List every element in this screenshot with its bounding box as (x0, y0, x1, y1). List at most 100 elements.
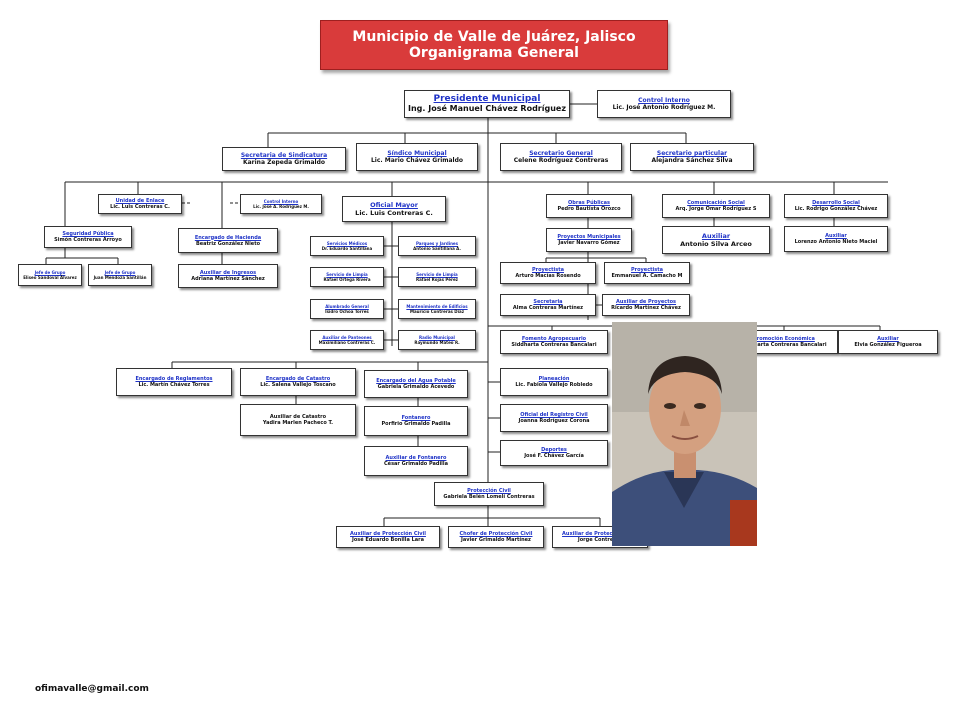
node-secretario-general: Secretario General Celene Rodríguez Cont… (500, 143, 622, 171)
chart-title-line1: Municipio de Valle de Juárez, Jalisco (352, 29, 636, 45)
node-title: Radio Municipal (419, 335, 455, 340)
node-name: Lic. Mario Chávez Grimaldo (370, 157, 464, 164)
node-name: Rafael Rojas Pérez (415, 277, 459, 282)
node-title: Encargado de Catastro (265, 376, 331, 382)
node-secretaria: Secretaria Alma Contreras Martínez (500, 294, 596, 316)
node-name: Emmanuel A. Camacho M (611, 273, 683, 279)
node-name: Beatriz González Nieto (195, 240, 261, 247)
chart-title-line2: Organigrama General (409, 45, 579, 61)
node-title: Auxiliar de Ingresos (199, 270, 257, 276)
node-title: Planeación (538, 376, 570, 382)
node-sindico: Síndico Municipal Lic. Mario Chávez Grim… (356, 143, 478, 171)
node-title: Auxiliar de Protección Civil (562, 531, 638, 537)
node-radio-municipal: Radio Municipal Raymundo Mateo R. (398, 330, 476, 350)
node-name: Javier Navarro Gómez (558, 240, 620, 246)
node-name: Celene Rodríguez Contreras (513, 157, 609, 164)
node-name: Lic. José A. Rodríguez M. (253, 204, 309, 209)
node-auxiliar-proteccion: Auxiliar de Protección Civil José Eduard… (336, 526, 440, 548)
node-mantenimiento-edificios: Mantenimiento de Edificios Mauricio Cont… (398, 299, 476, 319)
node-auxiliar-desarrollo: Auxiliar Lorenzo Antonio Nieto Maciel (784, 226, 888, 252)
node-servicio-limpia-2: Servicio de Limpia Rafael Rojas Pérez (398, 267, 476, 287)
node-title: Mantenimiento de Edificios (406, 304, 468, 309)
node-name: Raymundo Mateo R. (414, 340, 460, 345)
node-title: Alumbrado General (325, 304, 369, 309)
node-name: Lic. Martín Chávez Torres (138, 382, 210, 388)
node-name: Lorenzo Antonio Nieto Maciel (794, 239, 878, 245)
node-name: Joanna Rodríguez Corona (518, 418, 590, 424)
node-servicio-limpia-1: Servicio de Limpia Rafael Ortega Rivera (310, 267, 384, 287)
node-name: Siddharta Contreras Bancalari (511, 342, 597, 348)
node-proyectista-2: Proyectista Emmanuel A. Camacho M (604, 262, 690, 284)
node-name: Antonio Santillana A. (413, 246, 461, 251)
node-title: Unidad de Enlace (115, 198, 165, 204)
node-desarrollo-social: Desarrollo Social Lic. Rodrigo González … (784, 194, 888, 218)
node-deportes: Deportes José F. Chávez García (500, 440, 608, 466)
node-title: Oficial Mayor (370, 201, 418, 209)
node-name: José Eduardo Bonilla Lara (351, 537, 424, 543)
node-comunicacion-social: Comunicación Social Arq. Jorge Omar Rodr… (662, 194, 770, 218)
node-title: Comunicación Social (687, 200, 745, 206)
node-encargado-catastro: Encargado de Catastro Lic. Salena Vallej… (240, 368, 356, 396)
node-auxiliar-ingresos: Auxiliar de Ingresos Adriana Martínez Sá… (178, 264, 278, 288)
node-auxiliar-promocion: Auxiliar Elvia González Figueroa (838, 330, 938, 354)
node-presidente: Presidente Municipal Ing. José Manuel Ch… (404, 90, 570, 118)
node-name: Elvia González Figueroa (854, 342, 922, 348)
node-obras-publicas: Obras Públicas Pedro Bautista Orozco (546, 194, 632, 218)
node-title: Control Interno (263, 199, 299, 204)
node-parques-jardines: Parques y Jardines Antonio Santillana A. (398, 236, 476, 256)
node-title: Presidente Municipal (433, 94, 541, 104)
node-auxiliar-fontanero: Auxiliar de Fontanero César Grimaldo Pad… (364, 446, 468, 476)
node-name: Mauricio Contreras Díaz (409, 309, 465, 314)
node-name: Arturo Macías Rosendo (515, 273, 581, 279)
node-name: José F. Chávez García (524, 453, 584, 459)
node-registro-civil: Oficial del Registro Civil Joanna Rodríg… (500, 404, 608, 432)
node-title: Encargado de Hacienda (194, 234, 262, 241)
node-secretaria-sindicatura: Secretaria de Sindicatura Karina Zepeda … (222, 147, 346, 171)
node-title: Deportes (541, 447, 567, 453)
node-title: Seguridad Pública (62, 231, 114, 237)
node-name: Porfirio Grimaldo Padilla (381, 421, 451, 427)
node-title: Parques y Jardines (415, 241, 459, 246)
node-title: Servicio de Limpia (416, 272, 458, 277)
node-fontanero: Fontanero Porfirio Grimaldo Padilla (364, 406, 468, 436)
chart-title: Municipio de Valle de Juárez, Jalisco Or… (320, 20, 668, 70)
node-auxiliar-proyectos: Auxiliar de Proyectos Ricardo Martínez C… (602, 294, 690, 316)
node-title: Auxiliar de Fontanero (385, 455, 447, 461)
node-name: Pedro Bautista Orozco (557, 206, 621, 212)
node-planeacion: Planeación Lic. Fabiola Vallejo Robledo (500, 368, 608, 396)
node-name: Gabriela Grimaldo Acevedo (377, 384, 455, 390)
node-title: Encargado de Reglamentos (135, 376, 213, 382)
node-name: Arq. Jorge Omar Rodríguez S (675, 206, 757, 212)
node-oficial-mayor: Oficial Mayor Lic. Luis Contreras C. (342, 196, 446, 222)
node-title: Secretaria de Sindicatura (240, 152, 328, 159)
node-proyectista-1: Proyectista Arturo Macías Rosendo (500, 262, 596, 284)
node-jefe-grupo-1: Jefe de Grupo Eliseo Sandoval Álvarez (18, 264, 82, 286)
node-proteccion-civil: Protección Civil Gabriela Belén Lomelí C… (434, 482, 544, 506)
node-title: Auxiliar de Protección Civil (350, 531, 426, 537)
node-title: Proyectos Municipales (557, 234, 621, 240)
node-title: Fontanero (401, 415, 431, 421)
footer-email: ofimavalle@gmail.com (35, 684, 149, 694)
node-auxiliar-panteones: Auxiliar de Panteones Maximiliano Contre… (310, 330, 384, 350)
node-title: Chofer de Protección Civil (459, 531, 533, 537)
portrait-illustration (612, 322, 757, 546)
node-title: Jefe de Grupo (104, 270, 136, 275)
node-encargado-hacienda: Encargado de Hacienda Beatriz González N… (178, 228, 278, 253)
node-jefe-grupo-2: Jefe de Grupo Juan Mendoza Santillán (88, 264, 152, 286)
node-title: Secretario particular (656, 150, 728, 157)
node-name: Maximiliano Contreras C. (318, 340, 376, 345)
node-name: Karina Zepeda Grimaldo (242, 159, 326, 166)
node-title: Protección Civil (467, 488, 511, 494)
node-title: Auxiliar de Catastro (269, 414, 327, 420)
node-chofer-proteccion: Chofer de Protección Civil Javier Grimal… (448, 526, 544, 548)
node-auxiliar-catastro: Auxiliar de Catastro Yadira Marlen Pache… (240, 404, 356, 436)
node-name: Rafael Ortega Rivera (323, 277, 371, 282)
node-name: Ricardo Martínez Chávez (611, 305, 681, 311)
node-name: Juan Mendoza Santillán (93, 275, 147, 280)
node-encargado-agua: Encargado del Agua Potable Gabriela Grim… (364, 370, 468, 398)
node-name: Eliseo Sandoval Álvarez (23, 275, 77, 280)
node-seguridad-publica: Seguridad Pública Simón Contreras Arroyo (44, 226, 132, 248)
node-control-interno-2: Control Interno Lic. José A. Rodríguez M… (240, 194, 322, 214)
node-title: Encargado del Agua Potable (376, 378, 456, 384)
